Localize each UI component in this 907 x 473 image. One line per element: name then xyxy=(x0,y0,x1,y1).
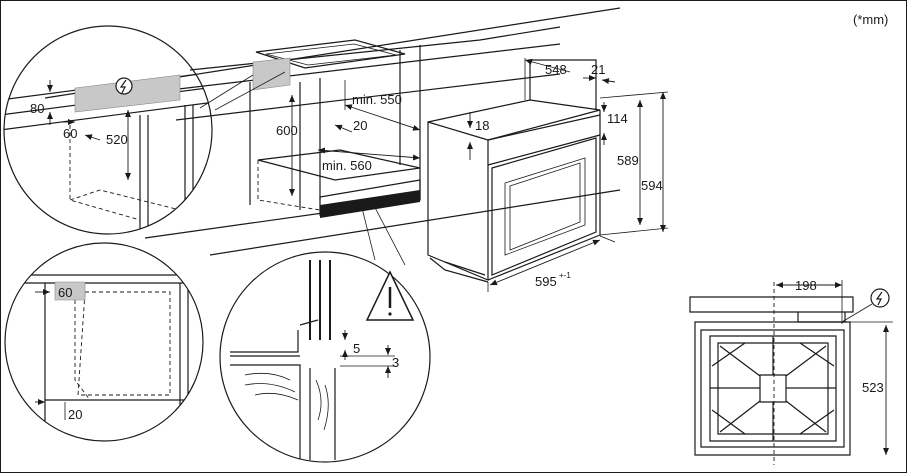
dim-114: 114 xyxy=(607,111,628,126)
dim-520: 520 xyxy=(106,132,128,147)
unit-note: (*mm) xyxy=(853,12,888,27)
hob-grate xyxy=(709,335,837,442)
dim-20-cabinet: 20 xyxy=(353,118,367,133)
dim-60-connection: 60 xyxy=(63,126,77,141)
dim-589: 589 xyxy=(617,153,639,168)
dim-548: 548 xyxy=(545,62,567,77)
oven xyxy=(427,59,601,283)
detail-gap-circle: 5 3 xyxy=(219,251,431,463)
dim-523: 523 xyxy=(862,380,884,395)
electrical-connection-icon xyxy=(115,77,133,95)
dim-5: 5 xyxy=(353,341,360,356)
dim-60-plinth: 60 xyxy=(58,285,72,300)
warning-triangle-icon xyxy=(365,270,415,321)
dim-595-tolerance: +-1 xyxy=(559,271,571,280)
detail-plinth-circle: 60 20 xyxy=(4,242,204,442)
hob-electrical-connection-icon xyxy=(841,288,890,323)
dim-3: 3 xyxy=(392,355,399,370)
dim-21: 21 xyxy=(591,62,605,77)
dim-594: 594 xyxy=(641,178,663,193)
dim-18: 18 xyxy=(475,118,489,133)
dim-80: 80 xyxy=(30,101,44,116)
cabinet-dimensions: 600 min. 550 20 min. 560 xyxy=(276,80,421,196)
detail-connection-circle: 80 60 520 xyxy=(3,25,213,235)
dim-20-plinth: 20 xyxy=(68,407,82,422)
hob-top-view: 198 523 xyxy=(689,278,893,465)
cabinet xyxy=(44,7,621,256)
dim-min-550: min. 550 xyxy=(352,92,402,107)
plinth-vent xyxy=(320,190,420,218)
dim-198: 198 xyxy=(795,278,817,293)
dim-600: 600 xyxy=(276,123,298,138)
oven-dimensions: 548 21 18 114 589 594 595 +-1 xyxy=(467,58,669,292)
dim-595: 595 xyxy=(535,274,557,289)
dim-min-560: min. 560 xyxy=(322,158,372,173)
